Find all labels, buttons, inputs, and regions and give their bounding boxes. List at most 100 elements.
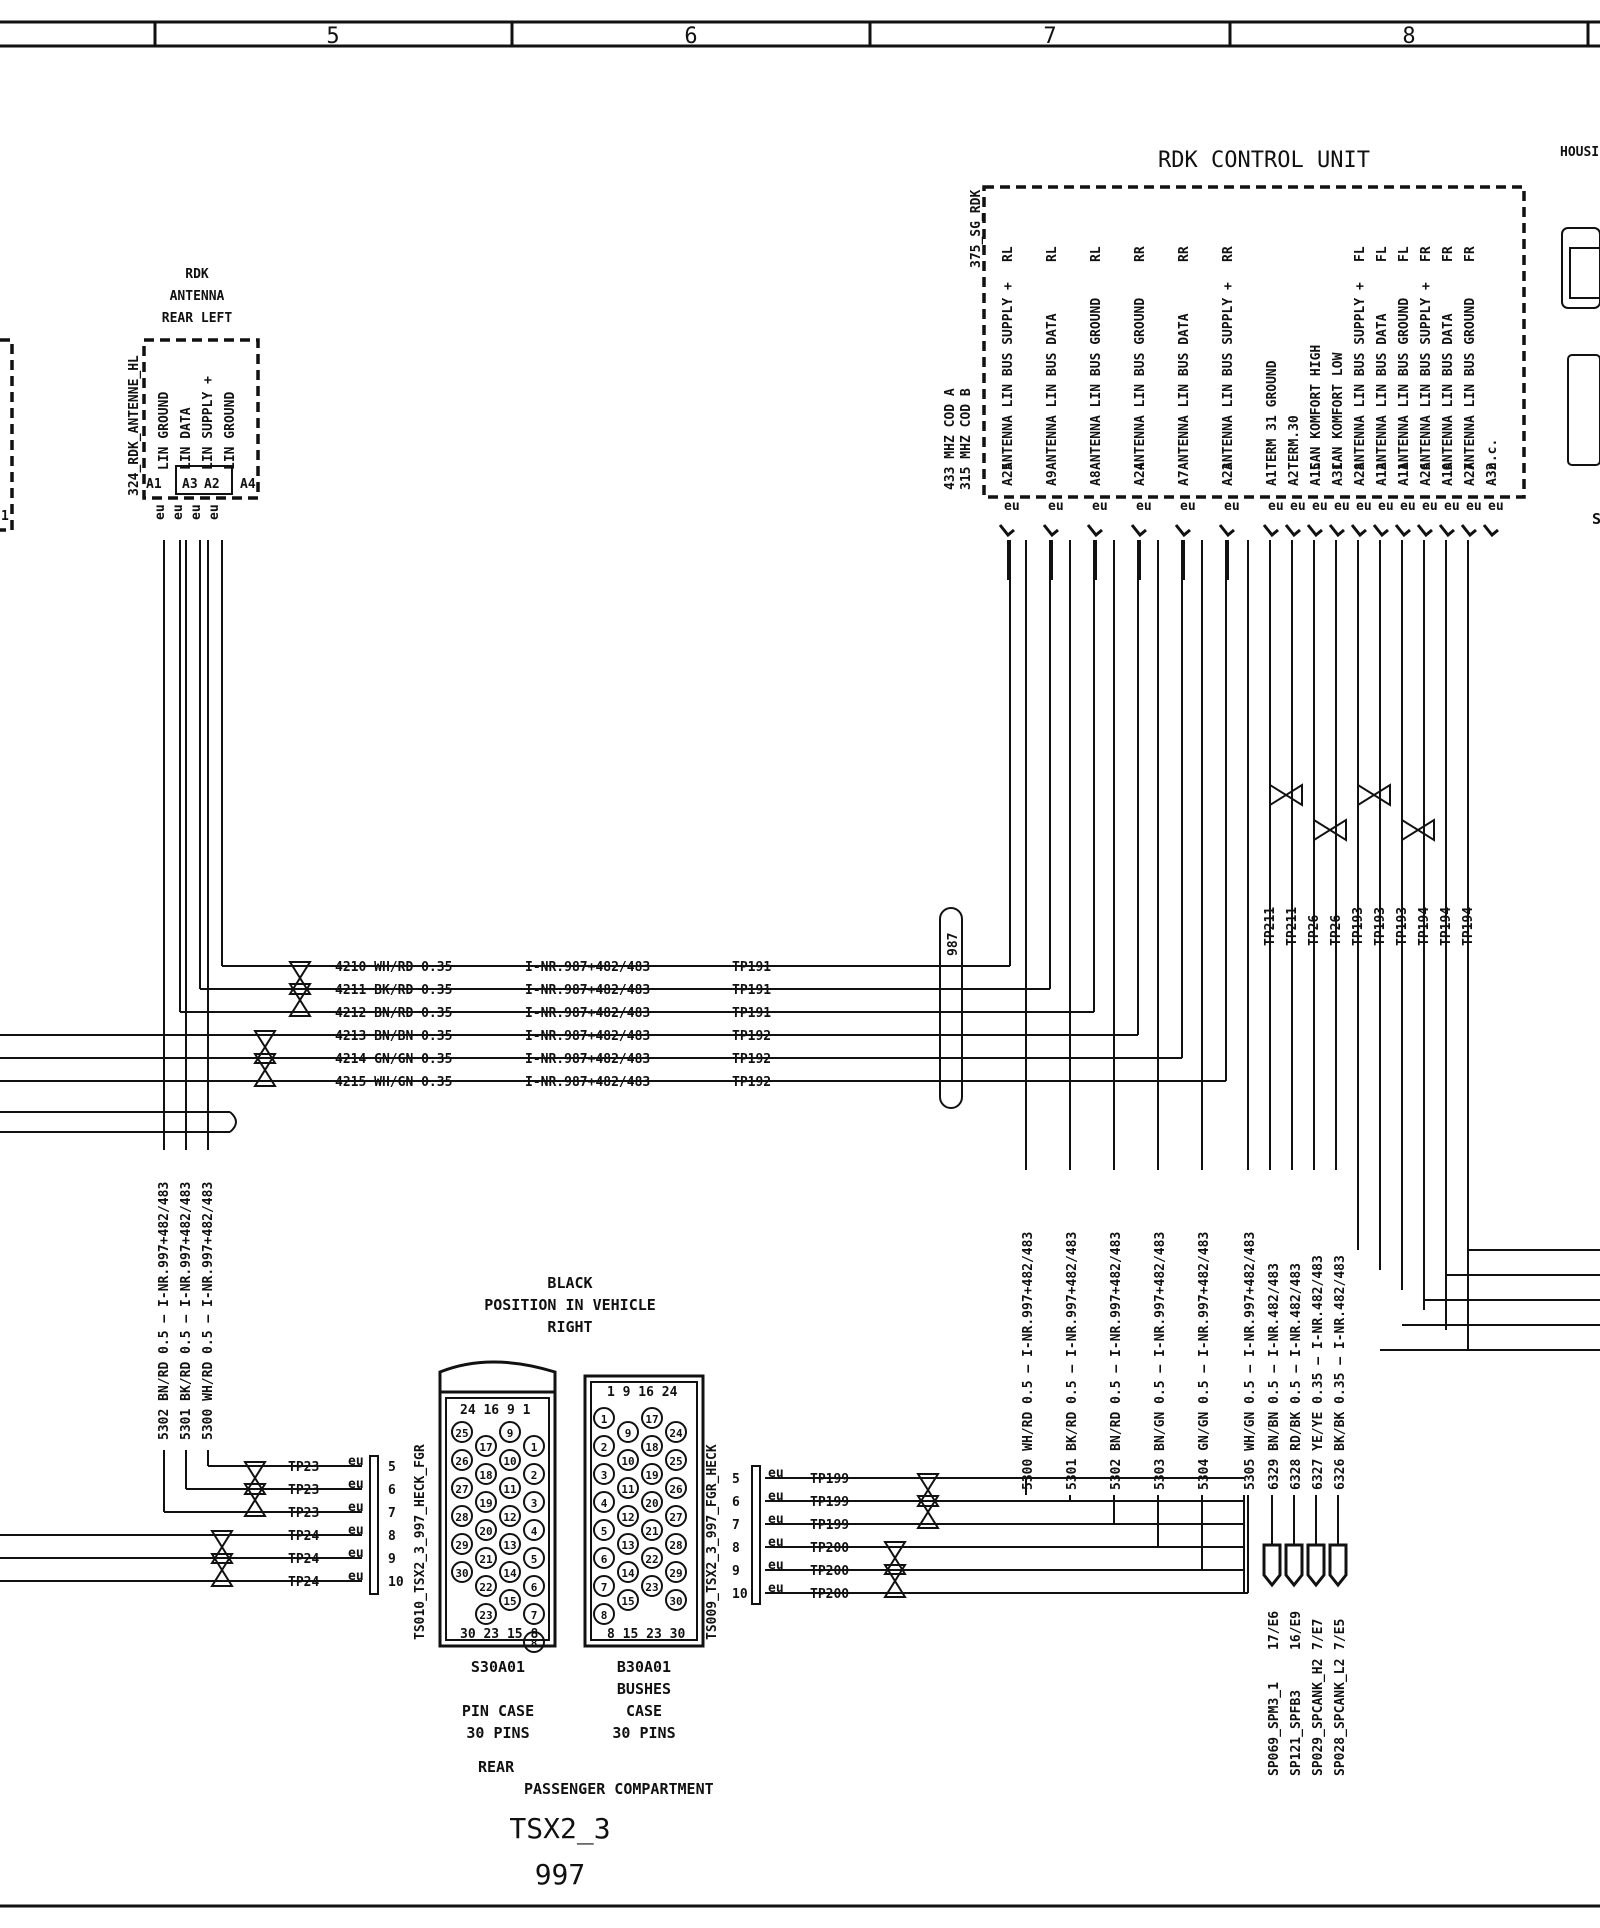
svg-text:8: 8 [601, 1609, 608, 1622]
bus-wire-ref: I-NR.987+482/483 [525, 983, 650, 998]
housing-partial: HOUSI S [1560, 145, 1600, 528]
control-unit-title: RDK CONTROL UNIT [1158, 148, 1370, 173]
pin-function: ANTENNA LIN BUS DATA [1045, 313, 1060, 470]
pin-function: TERM.30 [1287, 415, 1302, 470]
vertical-wire-label: 5300 WH/RD 0.5 — I-NR.997+482/483 [1021, 1232, 1036, 1490]
pin-label: A15 [1309, 463, 1324, 486]
vertical-wire-label: 6327 YE/YE 0.35 — I-NR.482/483 [1311, 1255, 1326, 1490]
pin-label: A31 [1331, 462, 1346, 486]
svg-text:1: 1 [1, 509, 9, 524]
connector-pin: 10 [732, 1587, 748, 1602]
pin-case-bottom: 30 23 15 8 [460, 1627, 538, 1642]
tp-label: TP26 [1329, 915, 1344, 946]
vertical-wire-label: 5303 BN/GN 0.5 — I-NR.997+482/483 [1153, 1232, 1168, 1490]
antenna-function: LIN SUPPLY + [201, 376, 216, 470]
svg-text:17: 17 [479, 1441, 492, 1454]
connector-heading: POSITION IN VEHICLE [484, 1296, 656, 1314]
svg-text:11: 11 [503, 1483, 517, 1496]
vertical-wire-label: 6326 BK/BK 0.35 — I-NR.482/483 [1333, 1255, 1348, 1490]
connector-pin: 7 [388, 1506, 396, 1521]
svg-text:2: 2 [601, 1441, 608, 1454]
svg-text:6: 6 [601, 1553, 608, 1566]
splice-id: SP121_SPFB3 [1289, 1690, 1304, 1776]
pin-function: CAN KOMFORT LOW [1331, 352, 1346, 470]
pin-function: ANTENNA LIN BUS DATA [1177, 313, 1192, 470]
connector-tp: TP200 [810, 1564, 849, 1579]
pin-position: FR [1419, 246, 1434, 262]
column-label: 6 [684, 24, 697, 49]
column-label: 5 [326, 24, 339, 49]
svg-text:29: 29 [669, 1567, 682, 1580]
pin-label: A28 [1353, 462, 1368, 486]
svg-text:15: 15 [621, 1595, 634, 1608]
svg-text:22: 22 [645, 1553, 658, 1566]
antenna-title: REAR LEFT [162, 311, 233, 326]
column-label: 8 [1402, 24, 1415, 49]
connector-pin: 5 [388, 1460, 396, 1475]
rdk-antenna-rear-left: RDK ANTENNA REAR LEFT 324_RDK_ANTENNE_HL… [127, 267, 260, 520]
pin-function: ANTENNA LIN BUS SUPPLY + [1419, 282, 1434, 470]
pin-position: RR [1221, 246, 1236, 262]
vertical-wire-label: 5301 BK/RD 0.5 — I-NR.997+482/483 [179, 1182, 194, 1440]
pin-tag: eu [1048, 499, 1064, 514]
bus-wire-label: 4215 WH/GN 0.35 [335, 1075, 452, 1090]
svg-text:25: 25 [669, 1455, 682, 1468]
connector-pin: 10 [388, 1575, 404, 1590]
pin-function: TERM 31 GROUND [1265, 360, 1280, 470]
pin-position: RL [1001, 246, 1016, 262]
svg-text:26: 26 [669, 1483, 683, 1496]
splice-grid: 7/E5 [1333, 1619, 1348, 1650]
svg-text:18: 18 [479, 1469, 492, 1482]
wire-network [0, 524, 1600, 1598]
svg-text:25: 25 [455, 1427, 468, 1440]
rdk-control-unit: RDK CONTROL UNIT 375_SG_RDK 433 MHZ COD … [943, 148, 1526, 514]
svg-text:1: 1 [601, 1413, 608, 1426]
bus-wire-tp: TP191 [732, 983, 771, 998]
pin-function: ANTENNA LIN BUS DATA [1375, 313, 1390, 470]
left-edge-component: 1 [0, 338, 14, 532]
pin-tag: eu [1290, 499, 1306, 514]
svg-text:8: 8 [531, 1637, 538, 1650]
pin-position: RL [1089, 246, 1104, 262]
svg-text:23: 23 [479, 1609, 492, 1622]
svg-text:3: 3 [601, 1469, 608, 1482]
pin-function: n.c. [1485, 439, 1500, 470]
antenna-pin: A2 [204, 477, 220, 492]
connector-pin: 5 [732, 1472, 740, 1487]
splice-id: SP028_SPCANK_L2 [1333, 1659, 1348, 1776]
pin-case-top: 24 16 9 1 [460, 1403, 531, 1418]
pin-tag: eu [348, 1454, 364, 1469]
pin-tag: eu [348, 1500, 364, 1515]
tp-label: TP193 [1351, 907, 1366, 946]
antenna-function: LIN GROUND [157, 392, 172, 470]
pin-label: A7 [1177, 470, 1192, 486]
pin-tag: eu [1444, 499, 1460, 514]
vertical-wire-label: 6329 BN/BN 0.5 — I-NR.482/483 [1267, 1263, 1282, 1490]
svg-text:4: 4 [531, 1525, 538, 1538]
pin-position: FR [1463, 246, 1478, 262]
pin-label: A2 [1287, 470, 1302, 486]
connector-tp: TP23 [288, 1483, 319, 1498]
svg-text:10: 10 [621, 1455, 634, 1468]
connector-tp: TP200 [810, 1587, 849, 1602]
left-connector-id: TS010_TSX2_3_997_HECK_FGR [413, 1444, 428, 1640]
control-unit-id: 375_SG_RDK [969, 190, 984, 268]
pin-position: FL [1397, 246, 1412, 262]
bus-wire-label: 4211 BK/RD 0.35 [335, 983, 452, 998]
svg-text:13: 13 [503, 1539, 516, 1552]
right-connector: TS009_TSX2_3_997_FGR_HECK [705, 1444, 720, 1640]
pin-case-id: S30A01 [471, 1658, 525, 1676]
pin-tag: eu [153, 504, 168, 520]
bushes-case-desc: 30 PINS [612, 1724, 675, 1742]
pin-tag: eu [1488, 499, 1504, 514]
bushes-case-desc: BUSHES [617, 1680, 671, 1698]
pin-label: A32 [1485, 463, 1500, 486]
pin-function: ANTENNA LIN BUS GROUND [1133, 298, 1148, 470]
tp-label: TP194 [1461, 907, 1476, 946]
pin-position: RR [1133, 246, 1148, 262]
svg-text:27: 27 [455, 1483, 468, 1496]
